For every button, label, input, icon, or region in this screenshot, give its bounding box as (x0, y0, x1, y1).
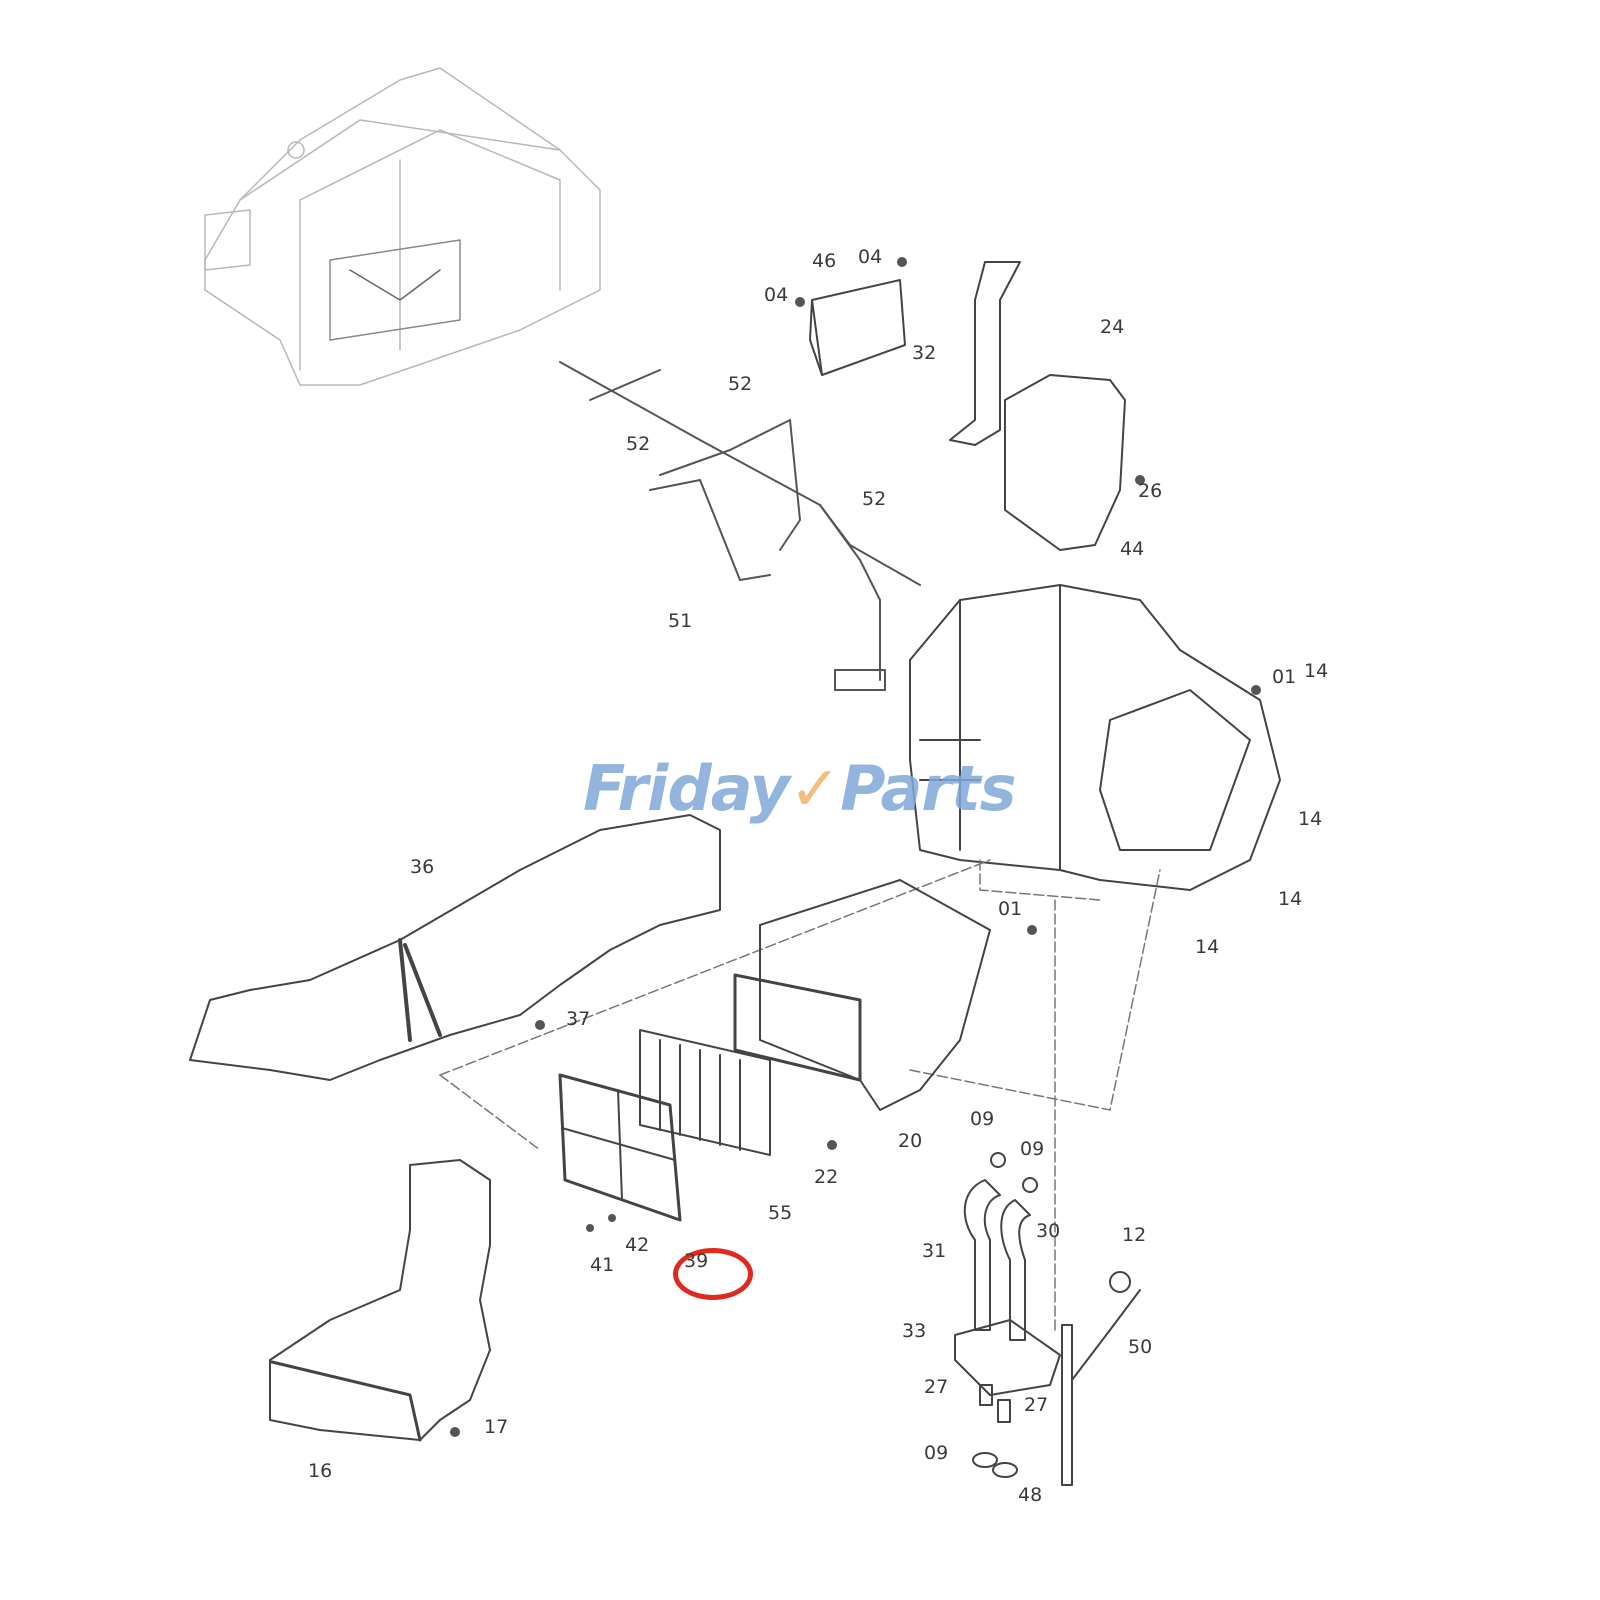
friday-parts-watermark: Friday✓Parts (583, 752, 1017, 825)
part-label-55: 55 (768, 1202, 793, 1224)
part-label-52c: 52 (862, 488, 887, 510)
part-20-housing (759, 879, 991, 1111)
watermark-text-left: Friday (583, 752, 790, 825)
part-label-12: 12 (1122, 1224, 1147, 1246)
part-44-ac-unit (909, 584, 1281, 891)
fasteners (450, 257, 1261, 1437)
part-label-24: 24 (1100, 316, 1125, 338)
part-label-01a: 01 (1272, 666, 1297, 688)
part-label-09c: 09 (924, 1442, 949, 1464)
part-39-filter (558, 1073, 682, 1222)
part-label-50: 50 (1128, 1336, 1153, 1358)
part-label-30: 30 (1036, 1220, 1061, 1242)
part-46-box (809, 279, 906, 376)
assembly-leader-lines (439, 859, 1161, 1331)
part-label-52b: 52 (626, 433, 651, 455)
wire-harness (559, 361, 921, 691)
part-label-14a: 14 (1304, 660, 1329, 682)
part-32-duct (949, 261, 1021, 446)
part-label-42: 42 (625, 1234, 650, 1256)
part-label-14d: 14 (1195, 936, 1220, 958)
watermark-text-right: Parts (840, 752, 1016, 825)
part-label-04b: 04 (858, 246, 883, 268)
part-55-frame (733, 973, 862, 1082)
part-label-14c: 14 (1278, 888, 1303, 910)
part-16-duct (269, 1159, 491, 1441)
part-label-27a: 27 (924, 1376, 949, 1398)
part-label-17: 17 (484, 1416, 509, 1438)
part-label-41: 41 (590, 1254, 615, 1276)
part-36-duct (189, 814, 721, 1081)
part-label-37: 37 (566, 1008, 591, 1030)
part-label-48: 48 (1018, 1484, 1043, 1506)
part-label-09a: 09 (970, 1108, 995, 1130)
part-label-31: 31 (922, 1240, 947, 1262)
highlight-ring-part-39 (673, 1248, 753, 1300)
part-label-16: 16 (308, 1460, 333, 1482)
part-label-52a: 52 (728, 373, 753, 395)
machine-overview-sketch (204, 67, 601, 386)
part-label-04a: 04 (764, 284, 789, 306)
part-label-09b: 09 (1020, 1138, 1045, 1160)
part-24-duct (1004, 374, 1126, 551)
part-label-39: 39 (684, 1250, 709, 1272)
part-label-22: 22 (814, 1166, 839, 1188)
part-label-36: 36 (410, 856, 435, 878)
part-label-51: 51 (668, 610, 693, 632)
part-label-32: 32 (912, 342, 937, 364)
part-label-01b: 01 (998, 898, 1023, 920)
part-label-46: 46 (812, 250, 837, 272)
part-label-14b: 14 (1298, 808, 1323, 830)
part-label-27b: 27 (1024, 1394, 1049, 1416)
part-label-33: 33 (902, 1320, 927, 1342)
part-label-20: 20 (898, 1130, 923, 1152)
part-55-filter (639, 1029, 771, 1156)
hoses-and-pipes (954, 1152, 1141, 1486)
watermark-check-icon: ✓ (789, 752, 841, 825)
part-label-26: 26 (1138, 480, 1163, 502)
part-label-44: 44 (1120, 538, 1145, 560)
